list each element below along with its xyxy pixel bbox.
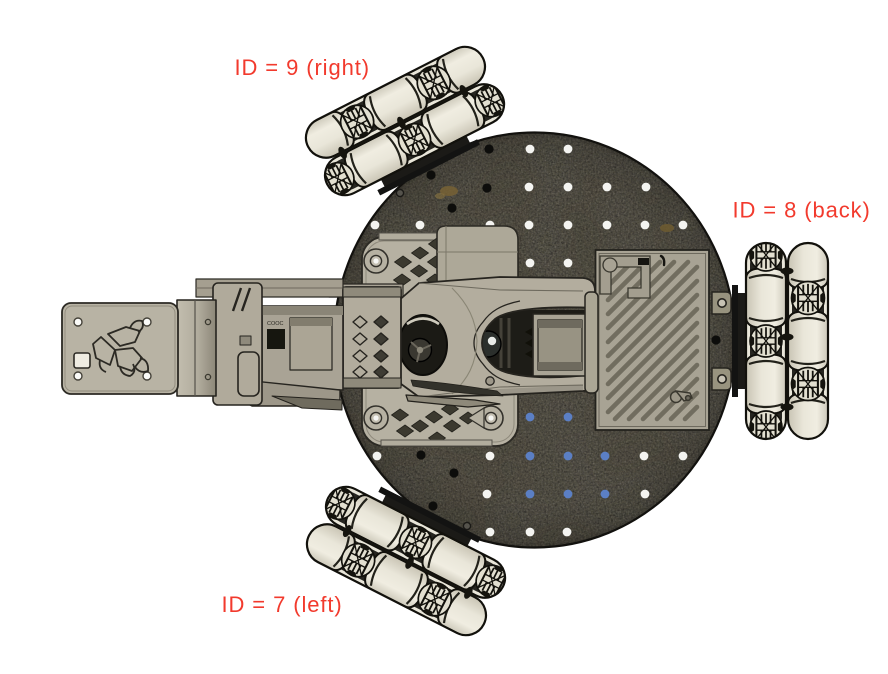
svg-text:COOC: COOC	[267, 321, 284, 327]
svg-text:ID = 9 (right): ID = 9 (right)	[235, 55, 370, 80]
svg-text:ID = 8 (back): ID = 8 (back)	[733, 198, 871, 223]
svg-text:ID = 7 (left): ID = 7 (left)	[222, 592, 343, 617]
